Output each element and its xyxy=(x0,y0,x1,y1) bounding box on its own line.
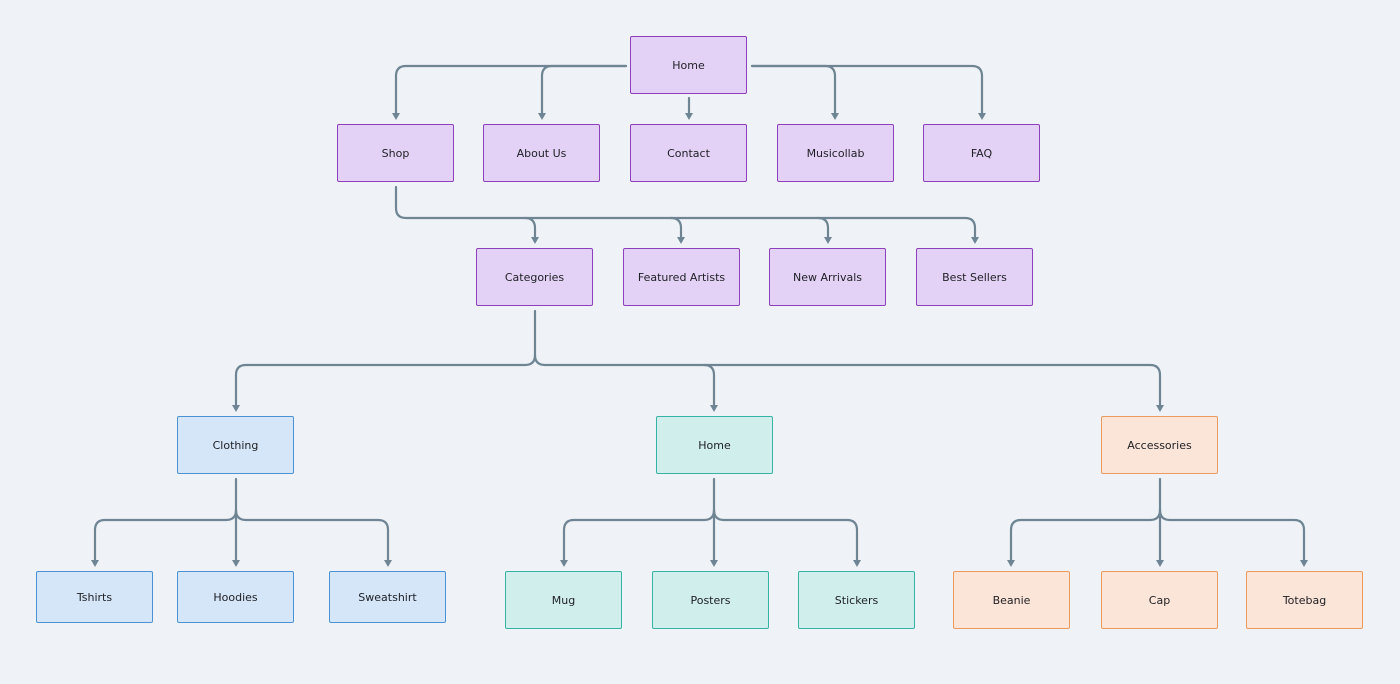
arrowhead-cap xyxy=(1156,560,1164,567)
arrowhead-musicollab xyxy=(831,113,839,120)
arrowhead-totebag xyxy=(1300,560,1308,567)
arrowhead-faq xyxy=(978,113,986,120)
arrowhead-featured-artists xyxy=(677,237,685,244)
node-beanie[interactable]: Beanie xyxy=(953,571,1070,629)
arrowhead-posters xyxy=(710,560,718,567)
arrowhead-home-category xyxy=(710,405,718,412)
connector-home-shop xyxy=(394,64,628,115)
connector-accessories-totebag xyxy=(1158,508,1306,562)
arrowhead-categories xyxy=(531,237,539,244)
connector-shop-new-arrivals xyxy=(816,216,830,239)
node-faq[interactable]: FAQ xyxy=(923,124,1040,182)
connector-categories-home xyxy=(702,363,716,407)
node-sweatshirt[interactable]: Sweatshirt xyxy=(329,571,446,623)
node-stickers[interactable]: Stickers xyxy=(798,571,915,629)
connector-shop-trunk xyxy=(394,185,977,239)
connector-clothing-tshirts xyxy=(93,508,238,562)
connector-shop-featured-artists xyxy=(669,216,683,239)
node-clothing[interactable]: Clothing xyxy=(177,416,294,474)
node-best-sellers[interactable]: Best Sellers xyxy=(916,248,1033,306)
arrowhead-new-arrivals xyxy=(824,237,832,244)
connector-accessories-beanie xyxy=(1009,508,1162,562)
connector-clothing-sweatshirt xyxy=(234,508,390,562)
node-contact[interactable]: Contact xyxy=(630,124,747,182)
node-accessories[interactable]: Accessories xyxy=(1101,416,1218,474)
node-home-category[interactable]: Home xyxy=(656,416,773,474)
node-musicollab[interactable]: Musicollab xyxy=(777,124,894,182)
node-mug[interactable]: Mug xyxy=(505,571,622,629)
connector-categories-clothing xyxy=(234,353,537,407)
arrowhead-tshirts xyxy=(91,560,99,567)
node-hoodies[interactable]: Hoodies xyxy=(177,571,294,623)
arrowhead-about-us xyxy=(538,113,546,120)
arrowhead-accessories xyxy=(1156,405,1164,412)
node-home[interactable]: Home xyxy=(630,36,747,94)
arrowhead-contact xyxy=(685,113,693,120)
connector-shop-categories xyxy=(523,216,537,239)
node-about-us[interactable]: About Us xyxy=(483,124,600,182)
connector-categories-accessories xyxy=(533,353,1162,407)
arrowhead-stickers xyxy=(853,560,861,567)
connector-home-faq xyxy=(750,64,984,115)
node-posters[interactable]: Posters xyxy=(652,571,769,629)
connector-home-category-stickers xyxy=(712,508,859,562)
arrowhead-best-sellers xyxy=(971,237,979,244)
node-featured-artists[interactable]: Featured Artists xyxy=(623,248,740,306)
node-new-arrivals[interactable]: New Arrivals xyxy=(769,248,886,306)
node-cap[interactable]: Cap xyxy=(1101,571,1218,629)
arrowhead-clothing xyxy=(232,405,240,412)
connector-home-category-mug xyxy=(562,508,716,562)
arrowhead-sweatshirt xyxy=(384,560,392,567)
arrowhead-beanie xyxy=(1007,560,1015,567)
connector-home-about-us xyxy=(540,64,628,115)
arrowhead-mug xyxy=(560,560,568,567)
node-tshirts[interactable]: Tshirts xyxy=(36,571,153,623)
node-totebag[interactable]: Totebag xyxy=(1246,571,1363,629)
node-shop[interactable]: Shop xyxy=(337,124,454,182)
arrowhead-shop xyxy=(392,113,400,120)
arrowhead-hoodies xyxy=(232,560,240,567)
connector-home-musicollab xyxy=(750,64,837,115)
node-categories[interactable]: Categories xyxy=(476,248,593,306)
